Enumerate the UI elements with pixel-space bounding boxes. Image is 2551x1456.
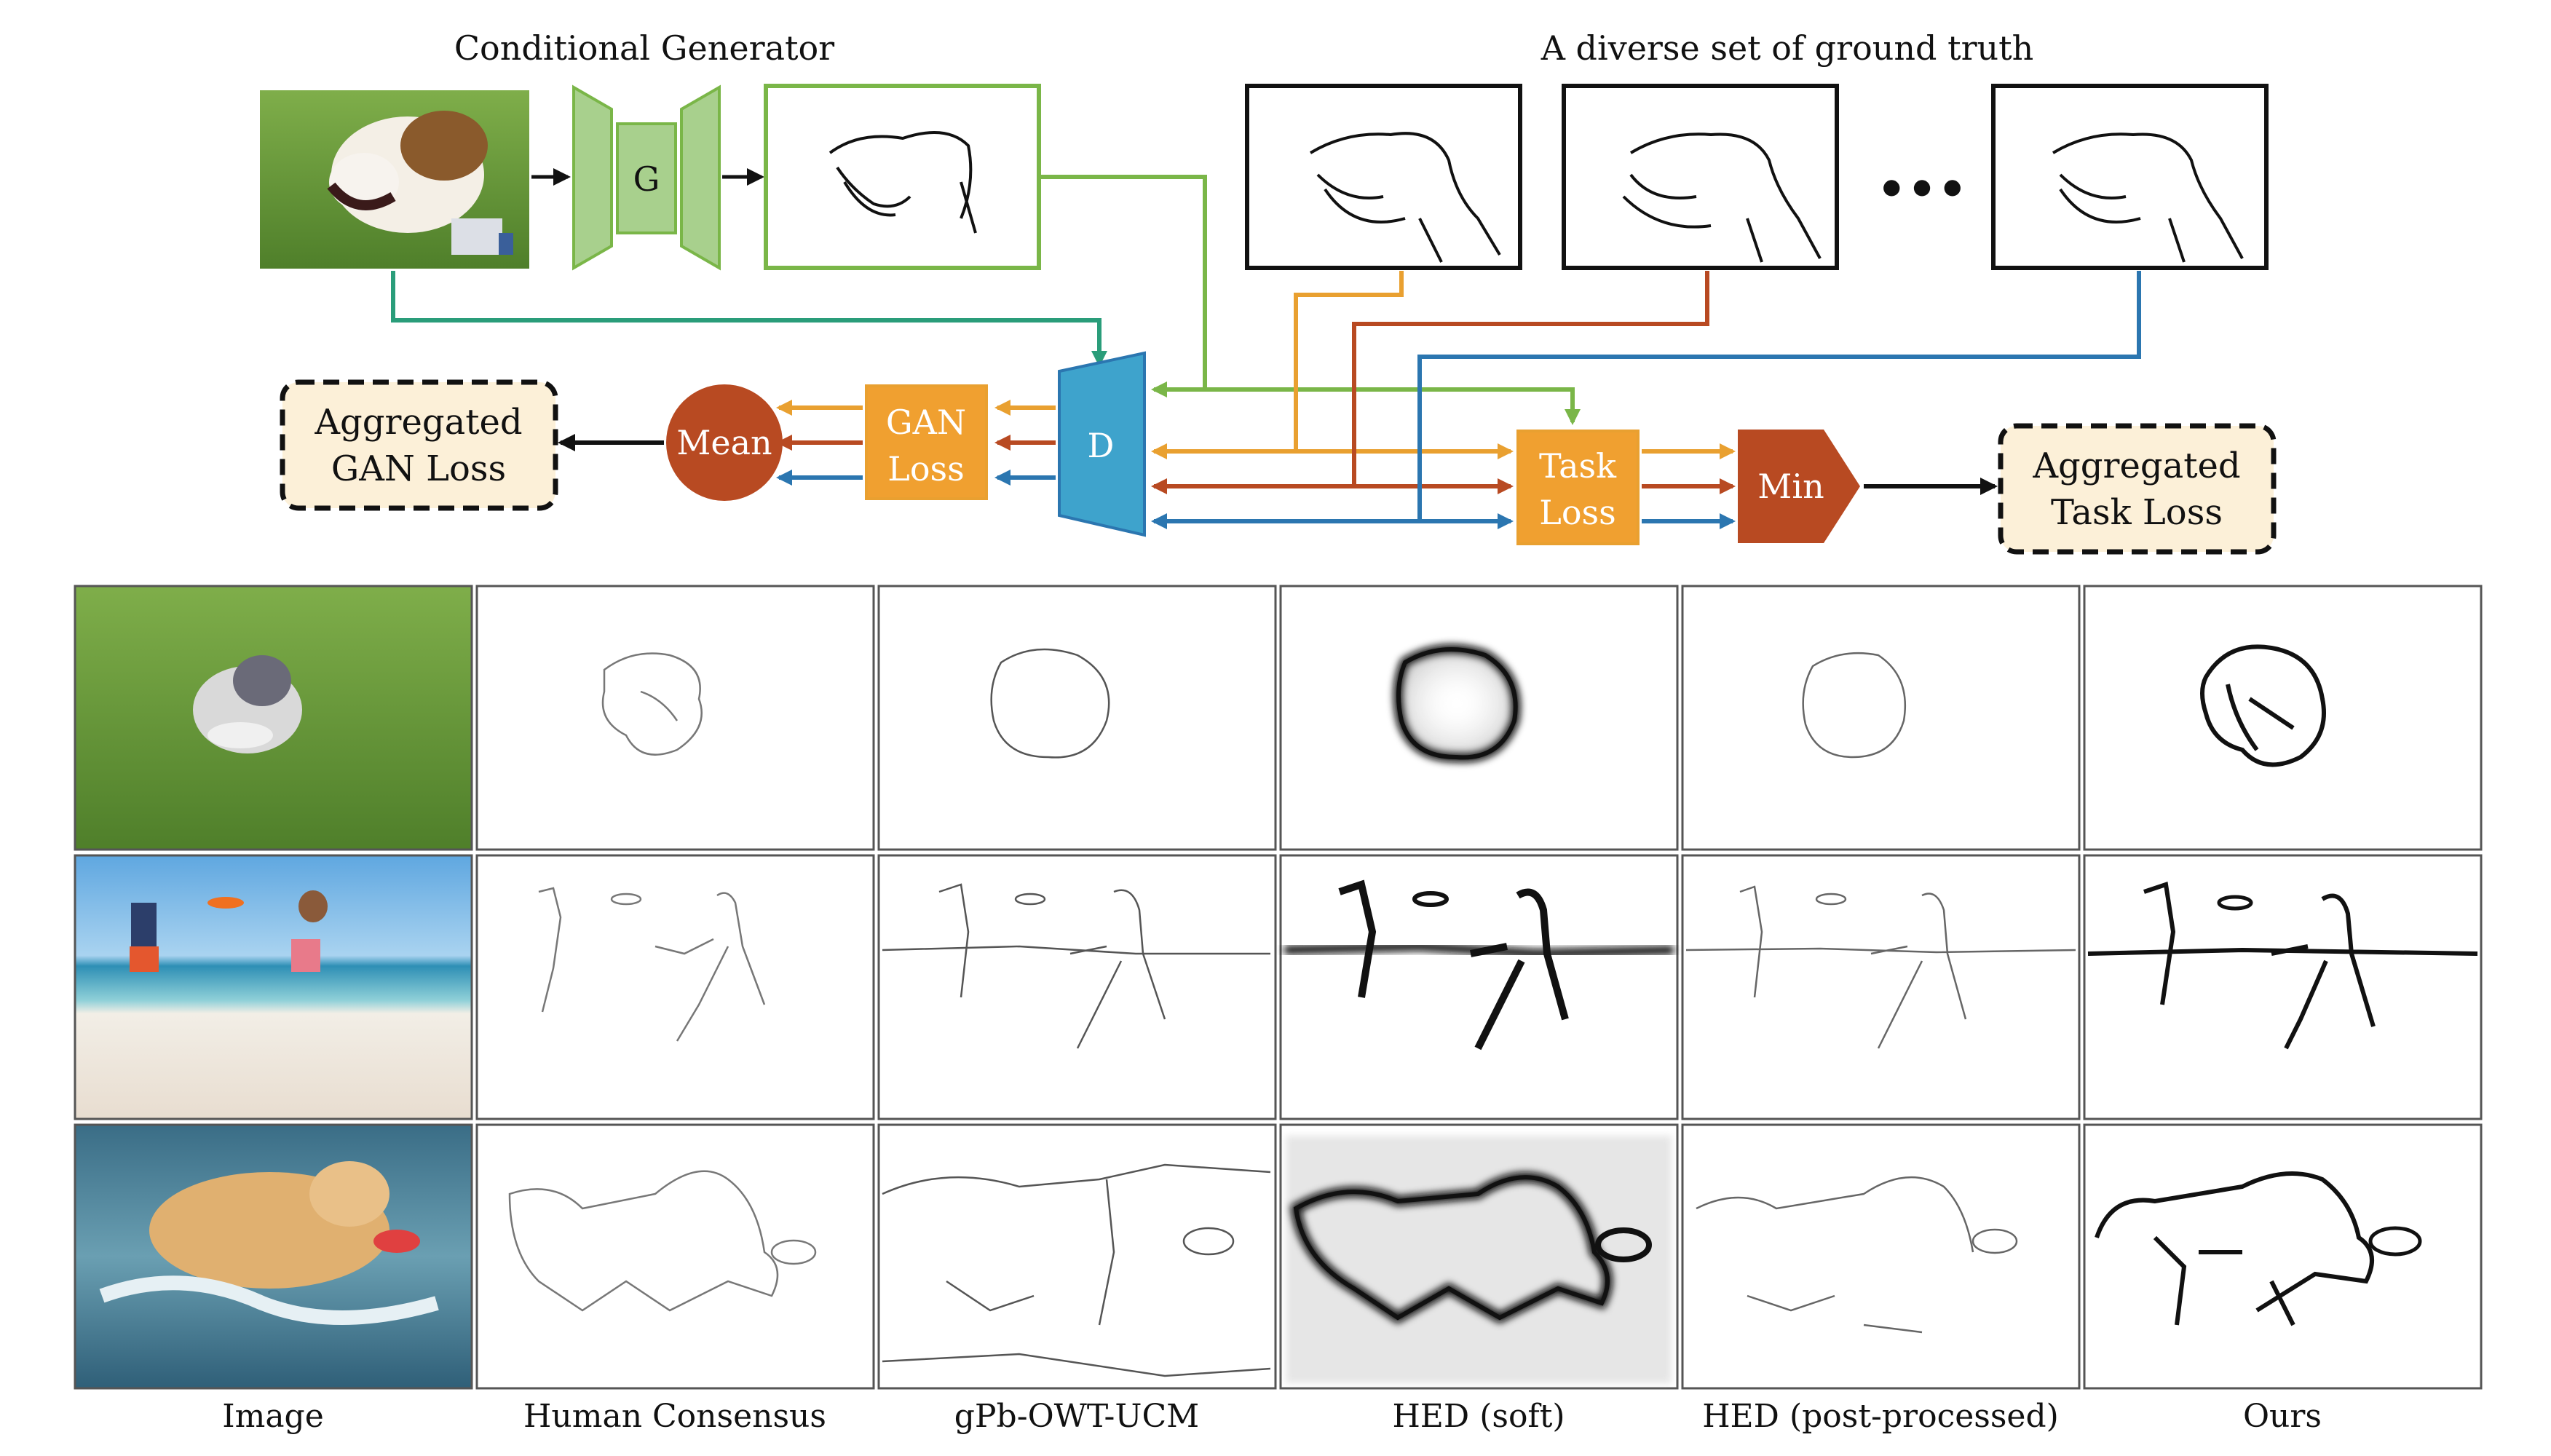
aggregated-task-loss-box: Aggregated Task Loss	[1998, 423, 2277, 555]
row3-image	[74, 1123, 473, 1390]
col-label-image: Image	[222, 1398, 324, 1435]
discriminator-label: D	[1088, 426, 1115, 465]
row2-gpb-owt-ucm	[877, 854, 1277, 1120]
ellipsis: ···	[1876, 137, 1967, 240]
arrow-image-to-d	[391, 271, 1107, 367]
row3-hed-soft	[1279, 1123, 1679, 1390]
gan-loss-block: GAN Loss	[865, 384, 988, 500]
row2-ours	[2083, 854, 2483, 1120]
aggregated-gan-loss-box: Aggregated GAN Loss	[280, 379, 558, 511]
generator-title: Conditional Generator	[454, 28, 834, 68]
ground-truth-sketch-n	[1991, 84, 2269, 270]
col-label-hed-post: HED (post-processed)	[1702, 1398, 2059, 1435]
row1-hed-post	[1681, 585, 2081, 851]
task-loss-label-2: Loss	[1539, 493, 1615, 532]
col-label-hed-soft: HED (soft)	[1392, 1398, 1565, 1435]
arrow-generated-to-task-loss	[1205, 387, 1581, 425]
generator-label: G	[633, 159, 660, 199]
grid-row-3	[74, 1123, 2483, 1390]
grid-row-1	[74, 585, 2483, 851]
input-dog-image	[260, 90, 529, 269]
row2-image	[74, 854, 473, 1120]
ground-truth-title: A diverse set of ground truth	[1541, 28, 2034, 68]
gan-loss-label-1: GAN	[886, 403, 966, 442]
row1-gpb-owt-ucm	[877, 585, 1277, 851]
row3-gpb-owt-ucm	[877, 1123, 1277, 1390]
agg-task-label-2: Task Loss	[2051, 492, 2223, 533]
min-label: Min	[1757, 467, 1824, 506]
row1-hed-soft	[1279, 585, 1679, 851]
col-label-ours: Ours	[2243, 1398, 2322, 1435]
row1-human-consensus	[475, 585, 875, 851]
row3-hed-post	[1681, 1123, 2081, 1390]
agg-task-label-1: Aggregated	[2032, 446, 2240, 486]
line-generated-down	[1041, 175, 1207, 389]
discriminator-block: D	[1058, 351, 1146, 537]
ground-truth-sketch-2	[1562, 84, 1839, 270]
row1-ours	[2083, 585, 2483, 851]
generated-sketch	[764, 84, 1041, 270]
row3-human-consensus	[475, 1123, 875, 1390]
ground-truth-sketch-1	[1245, 84, 1522, 270]
row1-image	[74, 585, 473, 851]
line-gt1	[1294, 271, 1404, 451]
mean-node: Mean	[666, 384, 783, 501]
gan-loss-label-2: Loss	[887, 449, 964, 488]
row2-hed-post	[1681, 854, 2081, 1120]
mean-label: Mean	[676, 423, 772, 462]
task-loss-label-1: Task	[1539, 446, 1617, 486]
grid-row-2	[74, 854, 2483, 1120]
task-loss-block: Task Loss	[1516, 430, 1640, 545]
row2-human-consensus	[475, 854, 875, 1120]
line-gt2	[1352, 271, 1709, 486]
col-label-human-consensus: Human Consensus	[523, 1398, 826, 1435]
agg-gan-label-1: Aggregated	[314, 402, 522, 443]
row3-ours	[2083, 1123, 2483, 1390]
col-label-gpb: gPb-OWT-UCM	[954, 1398, 1199, 1435]
agg-gan-label-2: GAN Loss	[331, 448, 506, 489]
line-gtn	[1417, 271, 2141, 521]
generator-block: G	[572, 84, 721, 271]
min-node: Min	[1738, 430, 1860, 543]
row2-hed-soft	[1279, 854, 1679, 1120]
